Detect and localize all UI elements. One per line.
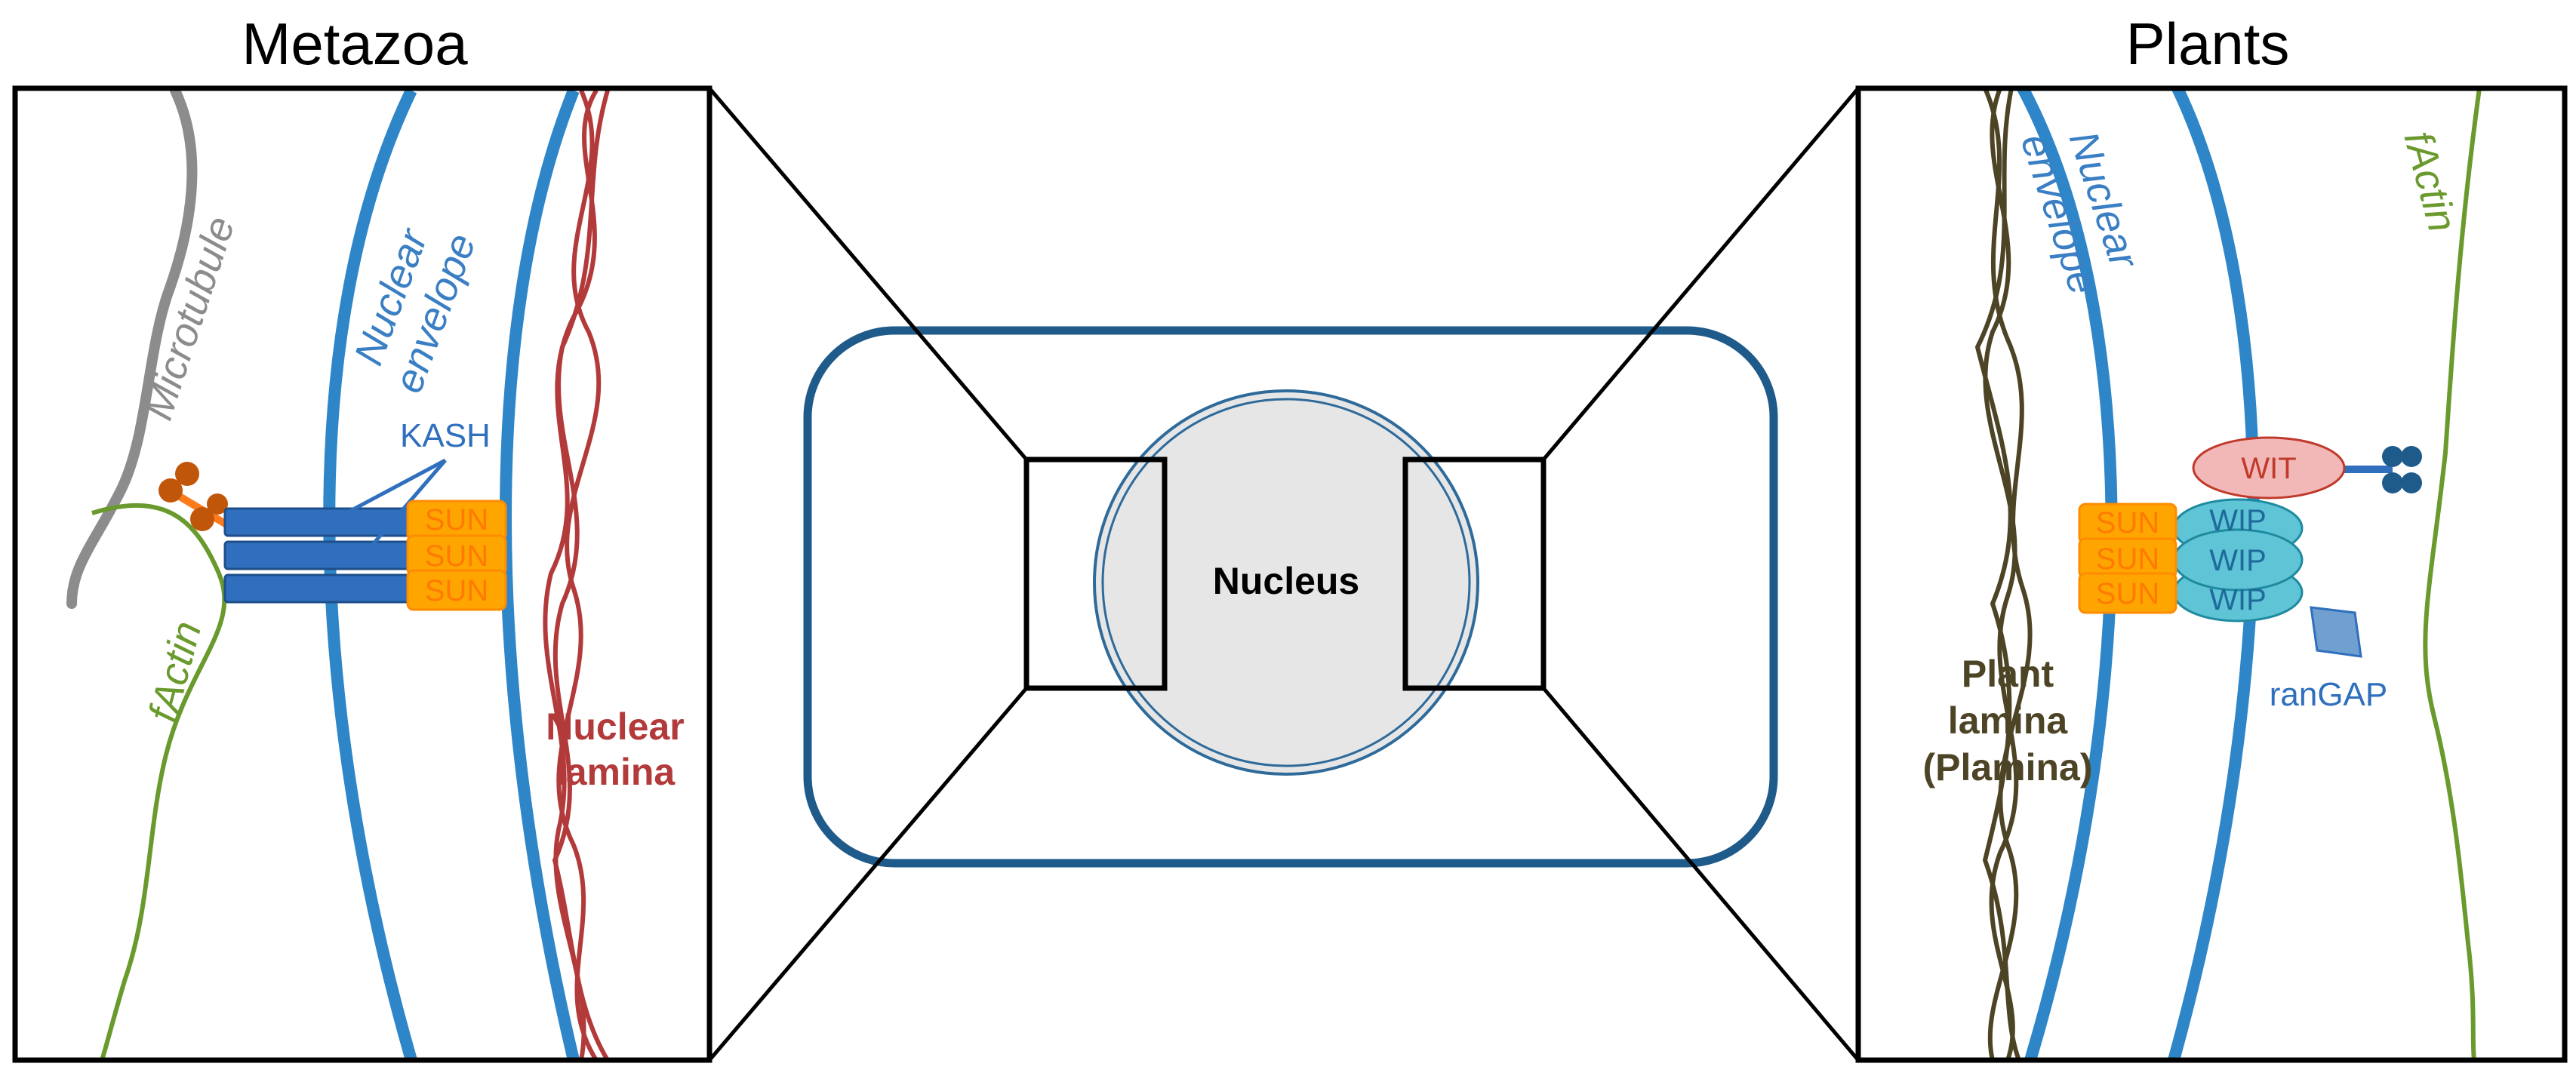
lamina-label-line2: lamina [556, 751, 676, 793]
plant-envelope-label: Nuclear envelope [2012, 126, 2147, 300]
plant-sun-box-3 [2078, 572, 2177, 614]
nucleus-circle [1093, 389, 1479, 776]
wit-protein: WIT [2192, 436, 2422, 500]
wip-label-1: WIP [2209, 504, 2267, 537]
plant-factin-label: fActin [2395, 127, 2465, 237]
sun-label-3: SUN [425, 574, 488, 607]
plants-panel: WIT WIP WIP WIP SUN SUN SUN ranGAP Nucl [1855, 85, 2568, 1063]
wip-label-2: WIP [2209, 544, 2267, 577]
kash-proteins: KASH [223, 417, 491, 604]
myosin-head-3 [2401, 446, 2422, 467]
plant-sun-label-1: SUN [2096, 506, 2159, 540]
wip-label-3: WIP [2209, 583, 2267, 616]
microtubule-filament [66, 88, 198, 609]
myosin-head-2 [2382, 472, 2403, 493]
connector-left-bottom [708, 687, 1028, 1062]
kash-bar-3 [223, 573, 417, 604]
nucleus-label: Nucleus [1213, 560, 1360, 602]
motor-head-4 [207, 493, 228, 515]
rangap-label: ranGAP [2270, 676, 2388, 713]
connector-right-top [1542, 87, 1860, 461]
rangap-protein: ranGAP [2270, 606, 2388, 713]
sun-label-1: SUN [425, 503, 488, 536]
lamina-strand-1 [543, 89, 599, 1060]
kash-bar-2 [223, 540, 417, 570]
plant-sun-label-2: SUN [2096, 543, 2159, 576]
sun-proteins: SUN SUN SUN [406, 500, 507, 611]
plamina-label-line1: Plant [1962, 653, 2054, 695]
title-metazoa: Metazoa [242, 11, 468, 77]
cell-outline [803, 326, 1778, 868]
plamina-label-line2: lamina [1948, 699, 2069, 742]
lamina-label-line1: Nuclear [546, 706, 684, 748]
motor-protein [158, 462, 229, 531]
zoom-box-right [1402, 456, 1547, 691]
wit-ellipse [2192, 436, 2346, 500]
wit-label: WIT [2241, 452, 2296, 485]
motor-head-2 [175, 462, 199, 486]
plamina-label-line3: (Plamina) [1922, 746, 2092, 788]
zoom-connectors [708, 87, 1860, 1062]
kash-label: KASH [400, 417, 491, 454]
wip-proteins: WIP WIP WIP [2172, 498, 2304, 622]
kash-pointer-1 [342, 458, 447, 517]
sun-box-3 [406, 569, 507, 611]
motor-head-1 [158, 478, 183, 503]
plants-frame [1855, 85, 2568, 1063]
plant-sun-proteins: SUN SUN SUN [2078, 503, 2177, 614]
plant-sun-label-3: SUN [2096, 577, 2159, 610]
motor-head-3 [190, 507, 214, 531]
metazoa-panel: KASH SUN SUN SUN Microtubule Nuclear env… [12, 85, 712, 1063]
microtubule-label: Microtubule [135, 211, 243, 426]
rangap-shape [2310, 606, 2362, 658]
zoom-box-left [1023, 456, 1168, 691]
plant-factin-filament [2423, 88, 2482, 1060]
lamina-strand-3 [552, 90, 610, 1060]
center-cell: Nucleus [803, 326, 1778, 868]
metazoa-frame [12, 85, 712, 1063]
plamina-strand-2 [1983, 88, 2019, 1060]
nucleus-inner-ring [1101, 398, 1471, 767]
myosin-head-4 [2401, 472, 2422, 493]
kash-bar-1 [223, 507, 417, 537]
connector-right-bottom [1542, 687, 1860, 1062]
title-plants: Plants [2126, 11, 2290, 77]
plamina-strand-3 [1974, 88, 2021, 1060]
myosin-head-1 [2382, 446, 2403, 467]
plamina-strand-1 [1983, 88, 2033, 1060]
connector-left-top [708, 87, 1028, 461]
sun-label-2: SUN [425, 540, 488, 573]
lamina-strand-2 [556, 89, 602, 1060]
factin-filament [91, 503, 227, 1060]
